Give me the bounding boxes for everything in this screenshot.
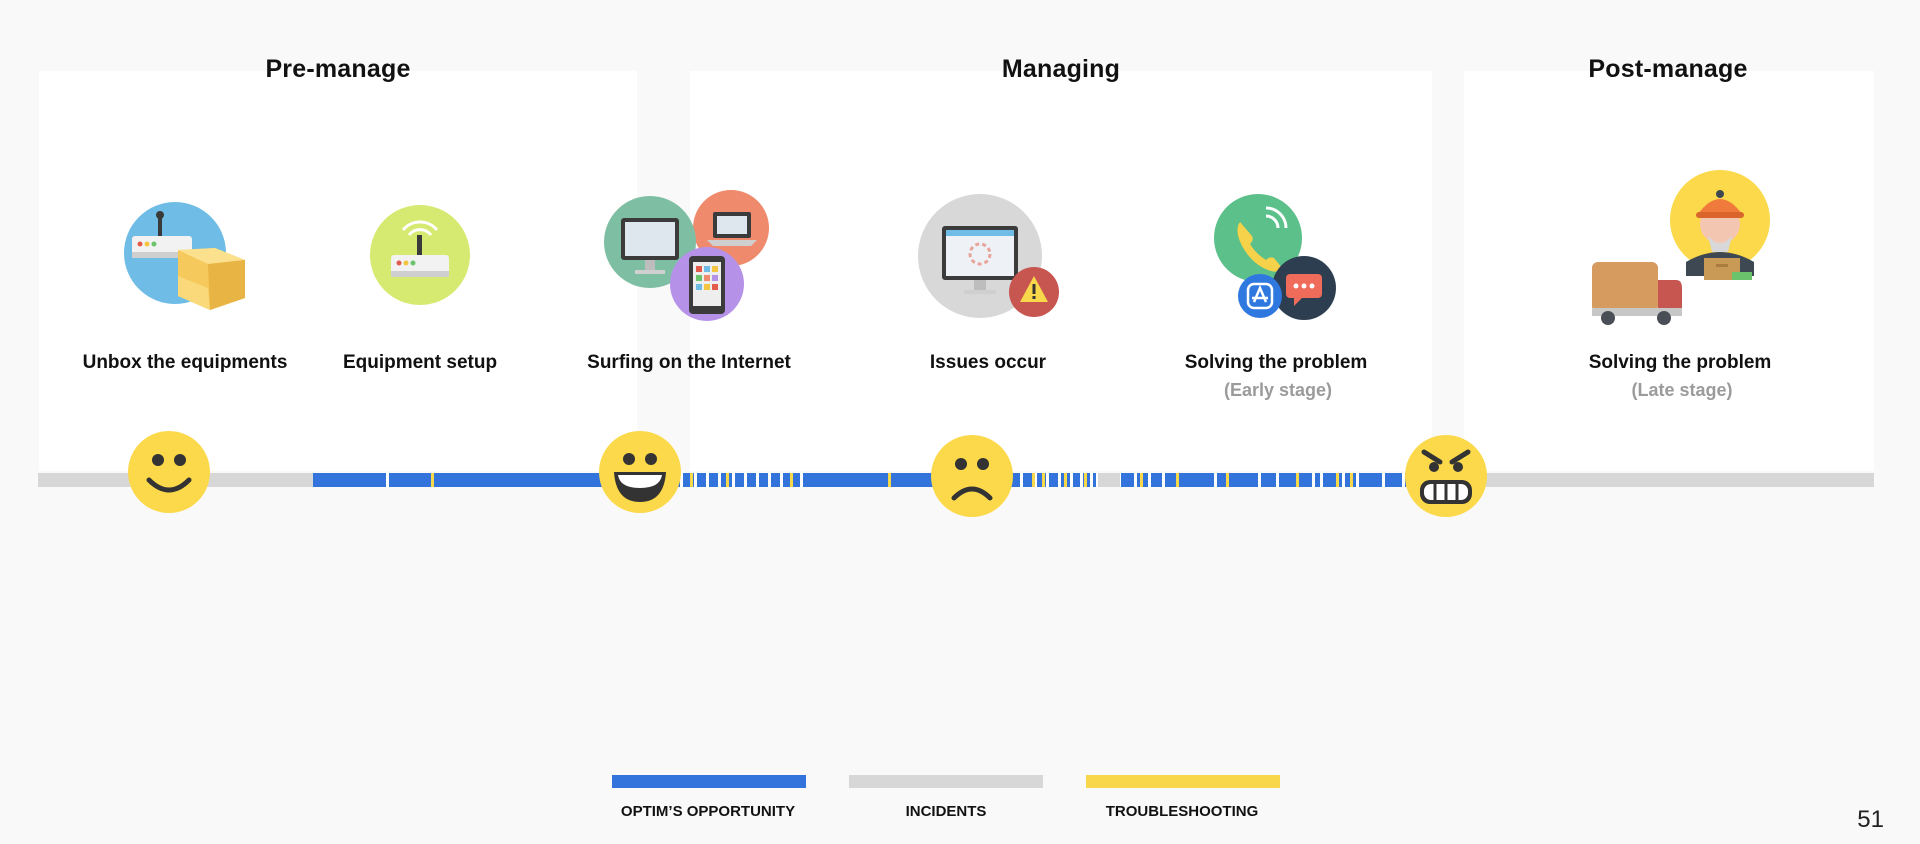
timeline-segments xyxy=(313,473,1413,487)
timeline-gap xyxy=(1090,473,1093,487)
support-contact-icon xyxy=(1214,194,1336,320)
legend-swatch-opportunity xyxy=(612,775,806,788)
timeline-segment-troubleshooting xyxy=(1042,473,1045,487)
timeline-segment-troubleshooting xyxy=(790,473,793,487)
angry-face-icon xyxy=(1405,435,1487,517)
timeline-segment-troubleshooting xyxy=(690,473,693,487)
timeline-gap xyxy=(1276,473,1279,487)
timeline-segment-incidents xyxy=(1098,473,1120,487)
timeline-segment-troubleshooting xyxy=(1064,473,1067,487)
timeline-gap xyxy=(1020,473,1023,487)
legend-swatch-incidents xyxy=(849,775,1043,788)
stage-sublabel-early: (Early stage) xyxy=(1223,380,1333,400)
legend-label-incidents: INCIDENTS xyxy=(905,803,987,820)
timeline-gap xyxy=(780,473,783,487)
legend-swatch-troubleshooting xyxy=(1086,775,1280,788)
timeline-segment-troubleshooting xyxy=(1296,473,1299,487)
timeline-segment-troubleshooting xyxy=(1226,473,1229,487)
phase-panel-post-manage xyxy=(1464,71,1874,471)
timeline-segment-troubleshooting xyxy=(888,473,891,487)
timeline-gap xyxy=(1096,473,1099,487)
timeline-gap xyxy=(1134,473,1137,487)
timeline-segment-opportunity xyxy=(313,473,1413,487)
timeline-gap xyxy=(1162,473,1165,487)
technician-truck-icon xyxy=(1592,170,1770,325)
timeline-gap xyxy=(694,473,697,487)
legend-label-opportunity: OPTIM’S OPPORTUNITY xyxy=(620,803,796,820)
page-number: 51 xyxy=(1857,806,1884,833)
timeline-gap xyxy=(744,473,747,487)
timeline-gap xyxy=(1214,473,1217,487)
smile-face-icon xyxy=(128,431,210,513)
timeline-gap xyxy=(1070,473,1073,487)
router-box-icon xyxy=(124,202,245,310)
timeline-segment-troubleshooting xyxy=(1336,473,1339,487)
stage-sublabel-late: (Late stage) xyxy=(1631,380,1733,400)
legend-label-troubleshooting: TROUBLESHOOTING xyxy=(1105,803,1259,820)
timeline-segment-troubleshooting xyxy=(1084,473,1087,487)
timeline-gap xyxy=(1312,473,1315,487)
timeline-segment-troubleshooting xyxy=(431,473,434,487)
phase-title-pre-manage: Pre-manage xyxy=(265,55,411,83)
phase-title-post-manage: Post-manage xyxy=(1588,55,1748,83)
stage-label-equipment-setup: Equipment setup xyxy=(342,352,498,373)
timeline-gap xyxy=(1356,473,1359,487)
phase-title-managing: Managing xyxy=(1001,55,1121,83)
timeline-gap xyxy=(768,473,771,487)
timeline-segment-troubleshooting xyxy=(1350,473,1353,487)
wifi-router-icon xyxy=(370,205,470,305)
monitor-warning-icon xyxy=(918,194,1059,318)
timeline-gap xyxy=(1058,473,1061,487)
stage-label-issues: Issues occur xyxy=(929,352,1047,373)
timeline-gap xyxy=(1320,473,1323,487)
timeline-segment-troubleshooting xyxy=(726,473,729,487)
timeline-gap xyxy=(1342,473,1345,487)
timeline-gap xyxy=(800,473,803,487)
timeline-gap xyxy=(680,473,683,487)
timeline-segment-troubleshooting xyxy=(1176,473,1179,487)
frown-face-icon xyxy=(931,435,1013,517)
timeline-gap xyxy=(756,473,759,487)
stage-label-solving-late: Solving the problem xyxy=(1588,352,1772,373)
stage-label-surfing: Surfing on the Internet xyxy=(587,352,791,373)
timeline-gap xyxy=(732,473,735,487)
timeline-gap xyxy=(386,473,389,487)
timeline-gap xyxy=(718,473,721,487)
timeline-gap xyxy=(1148,473,1151,487)
timeline-gap xyxy=(1258,473,1261,487)
timeline-gap xyxy=(706,473,709,487)
stage-label-unbox: Unbox the equipments xyxy=(82,352,288,373)
devices-icon xyxy=(604,190,769,321)
timeline-segment-troubleshooting xyxy=(1032,473,1035,487)
timeline-gap xyxy=(1402,473,1405,487)
timeline-gap xyxy=(1046,473,1049,487)
timeline-segment-troubleshooting xyxy=(1140,473,1143,487)
timeline-gap xyxy=(1034,473,1037,487)
timeline-gap xyxy=(1382,473,1385,487)
timeline-gap xyxy=(1080,473,1083,487)
grin-face-icon xyxy=(599,431,681,513)
stage-label-solving-early: Solving the problem xyxy=(1184,352,1368,373)
